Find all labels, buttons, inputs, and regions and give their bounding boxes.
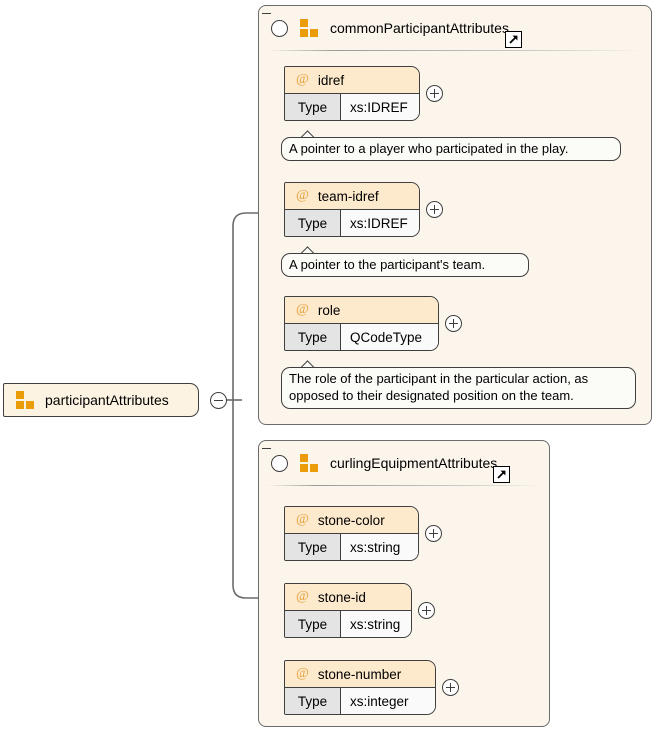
at-symbol-icon: @ (296, 72, 309, 87)
attribute-type-row: Type xs:string (285, 534, 418, 560)
documentation-bubble-team-idref: A pointer to the participant's team. (281, 253, 529, 277)
attribute-expander-idref[interactable] (426, 85, 443, 102)
attribute-header: @ role (285, 297, 438, 324)
root-node-participant-attributes[interactable]: participantAttributes (3, 383, 199, 417)
attribute-expander-stone-number[interactable] (442, 679, 459, 696)
attribute-name: stone-id (317, 589, 366, 605)
type-value: xs:IDREF (341, 210, 419, 236)
attribute-header: @ idref (285, 67, 419, 94)
attribute-name: stone-number (317, 666, 402, 682)
root-collapse-toggle[interactable] (210, 392, 227, 409)
type-value: QCodeType (341, 324, 438, 350)
group-header-divider (267, 50, 645, 51)
attribute-header: @ stone-id (285, 584, 411, 611)
attribute-box-idref[interactable]: @ idref Type xs:IDREF (284, 66, 420, 121)
group-header-curling-equipment-attributes: curlingEquipmentAttributes (259, 441, 549, 485)
group-title-curling: curlingEquipmentAttributes (330, 455, 498, 471)
group-title-common: commonParticipantAttributes (330, 20, 509, 36)
attribute-box-team-idref[interactable]: @ team-idref Type xs:IDREF (284, 182, 420, 237)
attribute-group-icon (300, 19, 319, 37)
attribute-box-stone-id[interactable]: @ stone-id Type xs:string (284, 583, 412, 638)
attribute-header: @ stone-number (285, 661, 435, 688)
root-node-label: participantAttributes (45, 392, 169, 408)
attribute-header: @ stone-color (285, 507, 418, 534)
attribute-type-row: Type xs:string (285, 611, 411, 637)
attribute-header: @ team-idref (285, 183, 419, 210)
attribute-expander-stone-color[interactable] (425, 525, 442, 542)
external-link-arrow-icon[interactable] (504, 31, 522, 48)
at-symbol-icon: @ (296, 666, 309, 681)
attribute-expander-role[interactable] (445, 315, 462, 332)
attribute-type-row: Type xs:IDREF (285, 94, 419, 120)
attribute-type-row: Type xs:integer (285, 688, 435, 714)
attribute-box-role[interactable]: @ role Type QCodeType (284, 296, 439, 351)
attribute-name: stone-color (317, 512, 385, 528)
attribute-group-icon (16, 391, 35, 409)
attribute-name: team-idref (317, 188, 379, 204)
type-label: Type (285, 210, 341, 236)
type-label: Type (285, 324, 341, 350)
attribute-group-icon (300, 454, 319, 472)
attribute-box-stone-color[interactable]: @ stone-color Type xs:string (284, 506, 419, 561)
documentation-bubble-idref: A pointer to a player who participated i… (281, 137, 621, 161)
attribute-type-row: Type QCodeType (285, 324, 438, 350)
group-collapse-toggle-common[interactable] (271, 19, 288, 37)
type-value: xs:string (341, 534, 418, 560)
group-collapse-toggle-curling[interactable] (271, 454, 288, 472)
group-box-curling-equipment-attributes: curlingEquipmentAttributes @ stone-color… (258, 440, 550, 727)
type-label: Type (285, 94, 341, 120)
attribute-name: role (317, 302, 341, 318)
at-symbol-icon: @ (296, 188, 309, 203)
group-box-common-participant-attributes: commonParticipantAttributes @ idref Type… (258, 5, 652, 425)
at-symbol-icon: @ (296, 302, 309, 317)
type-value: xs:integer (341, 688, 435, 714)
type-label: Type (285, 611, 341, 637)
attribute-type-row: Type xs:IDREF (285, 210, 419, 236)
group-header-common-participant-attributes: commonParticipantAttributes (259, 6, 651, 50)
attribute-expander-team-idref[interactable] (426, 201, 443, 218)
documentation-bubble-role: The role of the participant in the parti… (281, 367, 636, 409)
external-link-arrow-icon[interactable] (493, 466, 511, 483)
type-value: xs:string (341, 611, 411, 637)
attribute-name: idref (317, 72, 345, 88)
type-value: xs:IDREF (341, 94, 419, 120)
at-symbol-icon: @ (296, 589, 309, 604)
attribute-expander-stone-id[interactable] (418, 602, 435, 619)
type-label: Type (285, 688, 341, 714)
type-label: Type (285, 534, 341, 560)
at-symbol-icon: @ (296, 512, 309, 527)
group-header-divider (267, 485, 543, 486)
attribute-box-stone-number[interactable]: @ stone-number Type xs:integer (284, 660, 436, 715)
